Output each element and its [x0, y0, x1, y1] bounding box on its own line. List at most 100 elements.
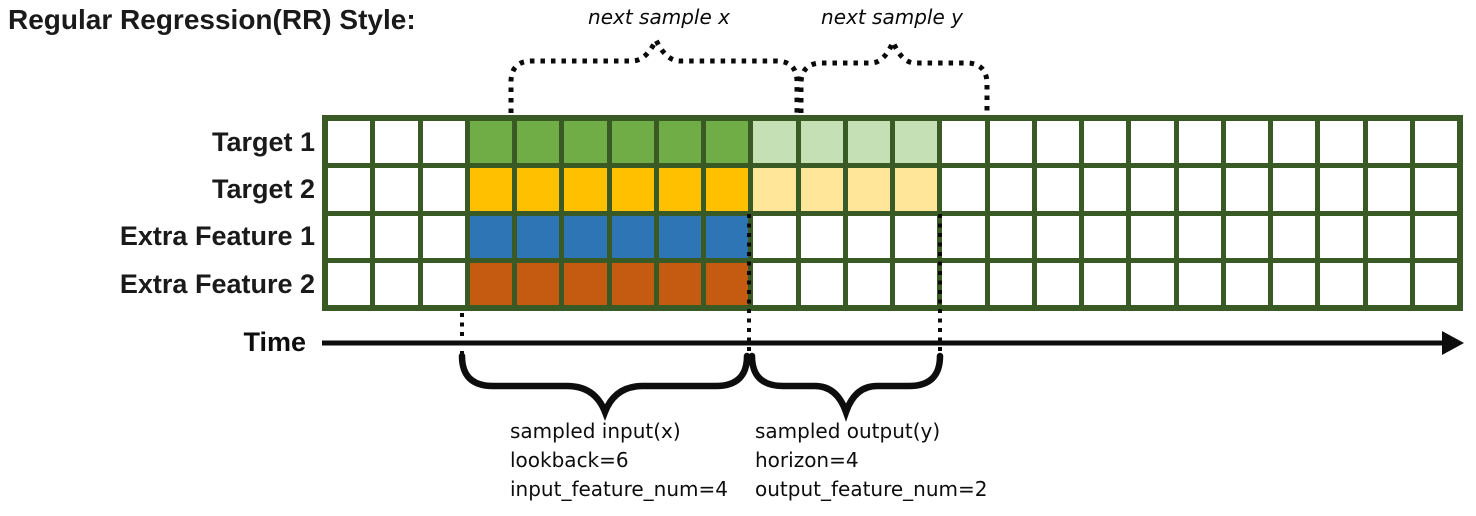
- grid-cell: [1084, 168, 1127, 211]
- grid-cell: [753, 168, 796, 211]
- grid-cell: [469, 215, 512, 258]
- grid-cell: [942, 168, 985, 211]
- grid-cell: [1084, 262, 1127, 305]
- row-label-extra-feature-2: Extra Feature 2: [119, 268, 315, 299]
- grid-cell: [1178, 121, 1221, 164]
- row-label-target-2: Target 2: [211, 173, 315, 204]
- grid-cell: [422, 262, 465, 305]
- row-label-extra-feature-1: Extra Feature 1: [119, 221, 315, 251]
- grid-cell: [469, 121, 512, 164]
- grid-cell: [1225, 168, 1268, 211]
- lookback-value: lookback=6: [510, 448, 629, 472]
- grid-cell: [800, 168, 843, 211]
- grid-cell: [1131, 121, 1174, 164]
- grid-cell: [328, 215, 371, 258]
- grid-cell: [375, 215, 418, 258]
- sampled-output-title: sampled output(y): [755, 419, 941, 443]
- grid-cell: [989, 168, 1032, 211]
- grid-cell: [422, 121, 465, 164]
- grid-cell: [517, 168, 560, 211]
- grid-cell: [375, 121, 418, 164]
- grid-cell: [895, 121, 938, 164]
- grid-cell: [847, 168, 890, 211]
- grid-cell: [895, 168, 938, 211]
- grid-cell: [1225, 215, 1268, 258]
- grid-cell: [658, 262, 701, 305]
- grid-cell: [1131, 215, 1174, 258]
- figure-title: Regular Regression(RR) Style:: [8, 4, 416, 35]
- grid-cell: [611, 168, 654, 211]
- grid-cell: [753, 215, 796, 258]
- grid-cell: [706, 168, 749, 211]
- grid-cell: [422, 215, 465, 258]
- grid-cell: [847, 215, 890, 258]
- grid-cell: [706, 262, 749, 305]
- output-feature-num-value: output_feature_num=2: [755, 477, 988, 501]
- grid-cell: [1084, 215, 1127, 258]
- grid-cell: [328, 262, 371, 305]
- grid-cell: [989, 121, 1032, 164]
- grid-cell: [1131, 262, 1174, 305]
- grid-cell: [847, 121, 890, 164]
- time-axis-label: Time: [243, 327, 306, 357]
- grid-cell: [611, 262, 654, 305]
- row-label-target-1: Target 1: [211, 126, 315, 157]
- grid-cell: [706, 215, 749, 258]
- grid-cell: [469, 262, 512, 305]
- grid-cell: [1273, 262, 1316, 305]
- sampled-output-brace: [748, 352, 944, 422]
- grid-cell: [942, 262, 985, 305]
- time-axis-arrowhead: [1442, 331, 1464, 355]
- grid-cell: [328, 121, 371, 164]
- input-feature-num-value: input_feature_num=4: [510, 477, 728, 501]
- grid-cell: [1320, 121, 1363, 164]
- horizon-value: horizon=4: [755, 448, 859, 472]
- grid-cell: [328, 168, 371, 211]
- grid-cell: [375, 168, 418, 211]
- sampled-input-annotation: sampled input(x) lookback=6 input_featur…: [510, 417, 728, 504]
- grid-cell: [469, 168, 512, 211]
- grid-cell: [658, 168, 701, 211]
- grid-cell: [564, 168, 607, 211]
- grid-cell: [1036, 168, 1079, 211]
- grid-cell: [1036, 215, 1079, 258]
- grid-cell: [1320, 168, 1363, 211]
- grid-cell: [1036, 262, 1079, 305]
- grid-cell: [375, 262, 418, 305]
- grid-cell: [1414, 215, 1457, 258]
- grid-cell: [800, 215, 843, 258]
- next-sample-x-brace: [508, 34, 800, 113]
- grid-cell: [1367, 121, 1410, 164]
- grid-cell: [1036, 121, 1079, 164]
- grid-cell: [422, 168, 465, 211]
- grid-cell: [1367, 215, 1410, 258]
- next-sample-y-label: next sample y: [821, 5, 963, 29]
- sampled-output-annotation: sampled output(y) horizon=4 output_featu…: [755, 417, 988, 504]
- grid-cell: [1131, 168, 1174, 211]
- grid-cell: [1178, 262, 1221, 305]
- grid-cell: [1414, 121, 1457, 164]
- next-sample-y-brace: [798, 35, 990, 113]
- grid-cell: [1273, 215, 1316, 258]
- grid-cell: [1273, 121, 1316, 164]
- grid-cell: [800, 262, 843, 305]
- sample-grid: [322, 115, 1463, 311]
- sampled-input-title: sampled input(x): [510, 419, 681, 443]
- grid-cell: [517, 215, 560, 258]
- grid-cell: [611, 215, 654, 258]
- grid-cell: [658, 215, 701, 258]
- grid-cell: [847, 262, 890, 305]
- grid-cell: [1178, 168, 1221, 211]
- grid-cell: [611, 121, 654, 164]
- grid-cell: [1367, 168, 1410, 211]
- grid-cell: [1273, 168, 1316, 211]
- grid-cell: [942, 121, 985, 164]
- sampled-input-brace: [458, 352, 751, 422]
- grid-cell: [1084, 121, 1127, 164]
- grid-cell: [895, 215, 938, 258]
- grid-cell: [800, 121, 843, 164]
- grid-cell: [1414, 262, 1457, 305]
- next-sample-x-label: next sample x: [588, 5, 730, 29]
- grid-cell: [517, 262, 560, 305]
